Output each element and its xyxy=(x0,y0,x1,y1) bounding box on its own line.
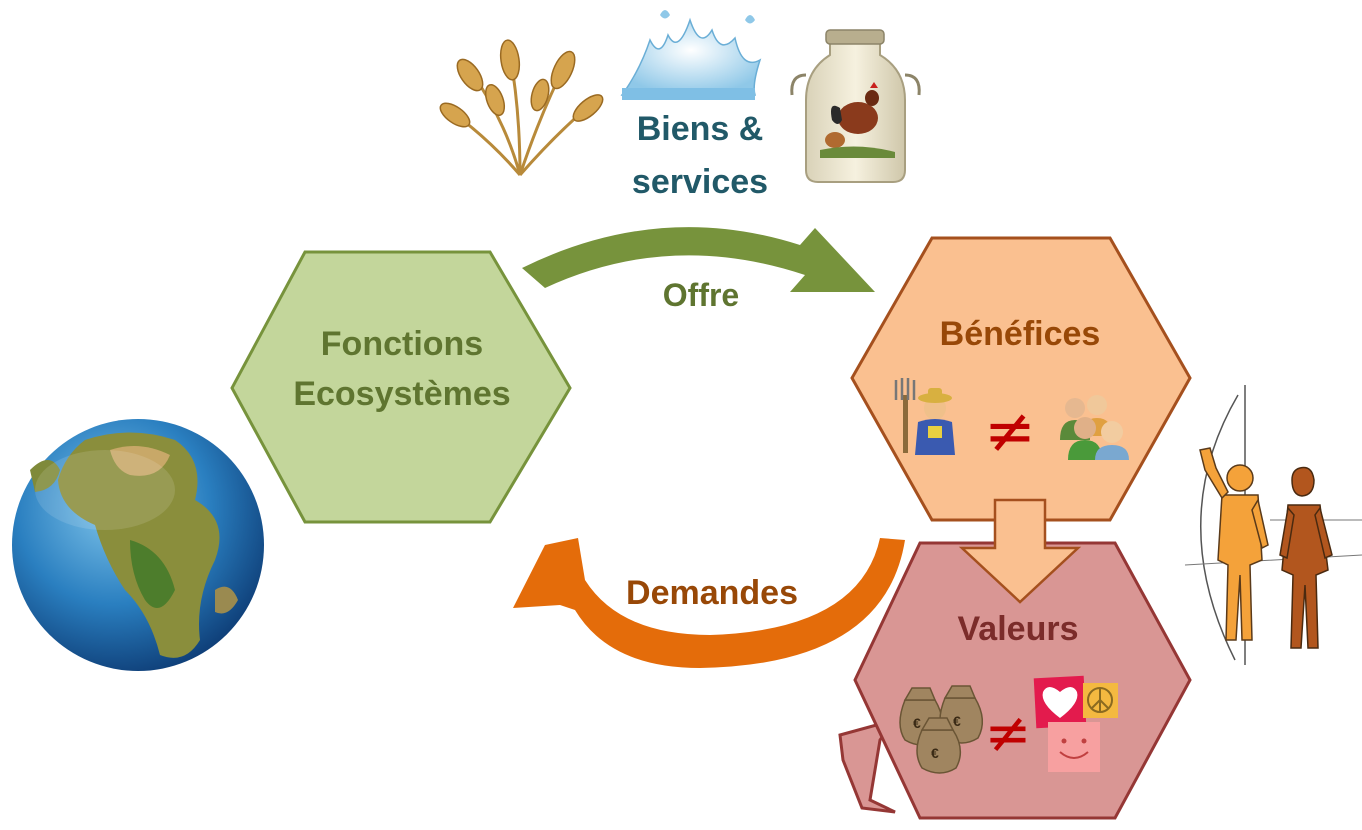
valeurs-label: Valeurs xyxy=(958,610,1079,648)
fonctions-label-line1: Fonctions xyxy=(321,325,483,363)
offre-arrow xyxy=(522,227,875,292)
peace-icon xyxy=(1083,683,1118,718)
heart-icon xyxy=(1033,675,1087,729)
biens-label-line2: services xyxy=(632,163,768,201)
fonctions-label-line2: Ecosystèmes xyxy=(293,375,510,413)
svg-text:€: € xyxy=(931,745,939,761)
farmer-icon xyxy=(894,378,955,455)
smiley-icon xyxy=(1048,722,1100,772)
human-figures-icon xyxy=(1184,385,1362,665)
euro-signs: € € € xyxy=(913,713,961,761)
milk-can-icon xyxy=(790,29,921,183)
benefices-label: Bénéfices xyxy=(940,315,1101,353)
money-bags-icon xyxy=(899,685,984,774)
benefices-to-valeurs-arrow xyxy=(958,498,1082,604)
biens-label-line1: Biens & xyxy=(637,110,764,148)
wheat-icon xyxy=(439,39,604,176)
not-equal-sign-valeurs: ≠ xyxy=(985,701,1032,766)
offre-label: Offre xyxy=(663,277,739,313)
svg-text:€: € xyxy=(953,713,961,729)
earth-globe-icon xyxy=(12,419,264,671)
water-splash-icon xyxy=(620,10,762,100)
demandes-label: Demandes xyxy=(626,574,798,612)
people-group-icon xyxy=(1060,395,1129,460)
fonctions-hexagon xyxy=(230,250,572,524)
svg-text:€: € xyxy=(913,715,921,731)
demandes-arrow xyxy=(513,538,905,668)
not-equal-sign-benefices: ≠ xyxy=(984,394,1036,467)
